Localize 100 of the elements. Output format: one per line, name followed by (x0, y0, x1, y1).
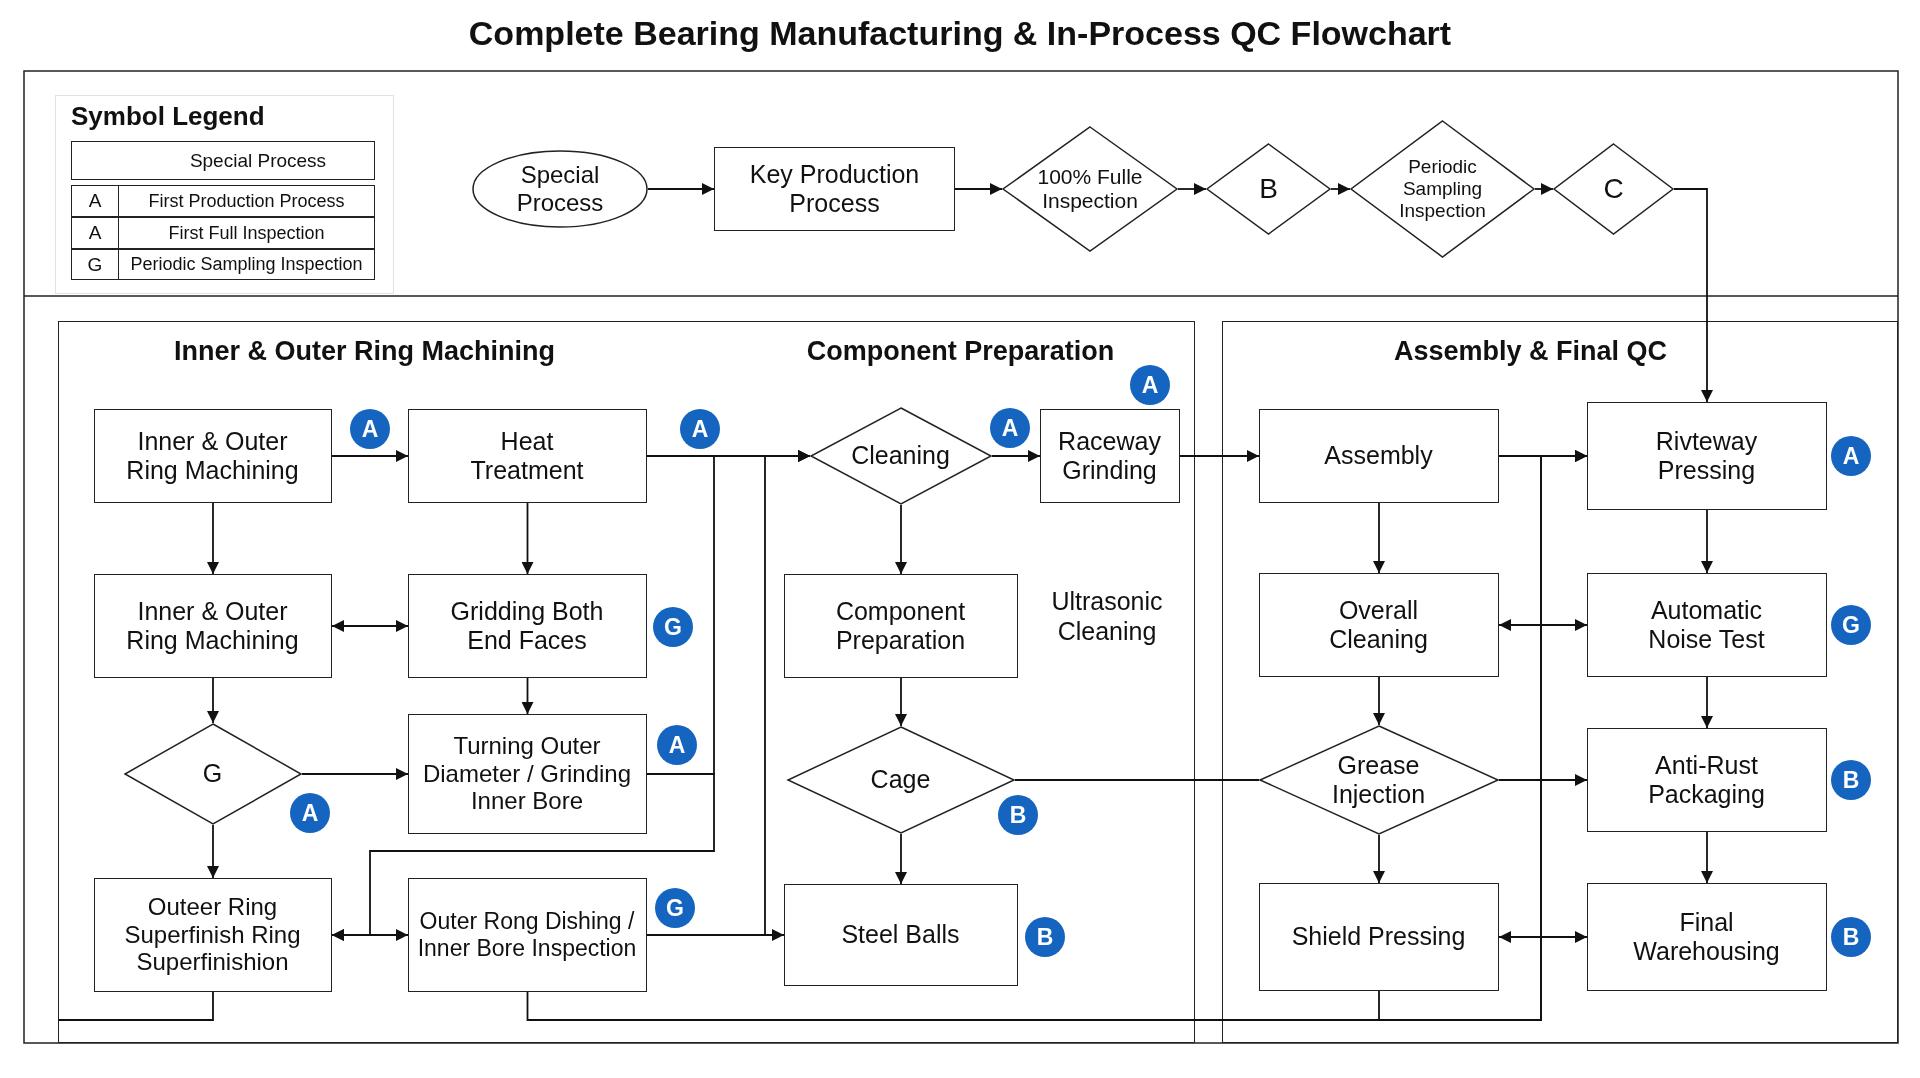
flow-arrow (1330, 183, 1351, 195)
node-label: Automatic Noise Test (1647, 595, 1766, 654)
grade-badge: A (1130, 365, 1170, 405)
legend-symbol: G (71, 249, 119, 280)
flow-arrow (1498, 931, 1588, 943)
process-box (407, 877, 647, 992)
legend-title: Symbol Legend (71, 101, 266, 133)
grade-badge: A (680, 409, 720, 449)
process-box (93, 408, 332, 503)
grade-badge: A (990, 408, 1030, 448)
node-label: Rivteway Pressing (1654, 426, 1759, 485)
grade-badge: A (657, 725, 697, 765)
grade-badge: G (655, 888, 695, 928)
process-box (783, 573, 1018, 678)
flow-arrow (1177, 183, 1207, 195)
flow-arrow (1534, 183, 1554, 195)
process-box (1258, 408, 1499, 503)
flow-arrow (895, 677, 907, 727)
section-heading: Assembly & Final QC (1392, 335, 1669, 367)
node-label: C (1603, 172, 1624, 206)
process-box (1586, 401, 1827, 510)
flow-arrow (647, 183, 715, 195)
legend-entry: First Production Process (118, 185, 375, 217)
flow-arrow (954, 183, 1003, 195)
section-heading: Component Preparation (805, 335, 1116, 367)
grade-badge: A (350, 409, 390, 449)
node-label: 100% Fulle Inspection (1036, 164, 1144, 214)
node-label: Key Production Process (748, 160, 921, 218)
node-label: Gridding Both End Faces (449, 596, 605, 655)
node-label: Component Preparation (834, 596, 967, 655)
node-label: Cleaning (851, 441, 950, 470)
flow-arrow (1373, 834, 1385, 884)
process-box (1586, 727, 1827, 832)
node-label: Shield Pressing (1291, 922, 1466, 951)
node-label: Outer Rong Dishing / Inner Bore Inspection (416, 908, 638, 961)
flow-arrow (207, 502, 219, 575)
process-box (407, 713, 647, 834)
node-label: Assembly (1324, 441, 1433, 470)
legend-entry: First Full Inspection (118, 217, 375, 249)
node-label: Overall Cleaning (1328, 595, 1429, 654)
process-box (714, 147, 955, 231)
flow-arrow (1701, 676, 1713, 729)
process-box (1586, 572, 1827, 677)
grade-badge: G (653, 607, 693, 647)
flow-arrow (895, 504, 907, 575)
section-heading: Inner & Outer Ring Machining (173, 335, 556, 367)
process-box (407, 408, 647, 503)
flow-arrow (1498, 619, 1588, 631)
flow-arrow (1179, 450, 1260, 462)
flow-arrow (991, 450, 1041, 462)
process-box (1258, 882, 1499, 991)
node-label: Special Process (515, 161, 605, 217)
grade-badge: B (998, 795, 1038, 835)
flow-arrow (521, 502, 534, 575)
flow-arrow (207, 677, 219, 724)
process-box (407, 573, 647, 678)
grade-badge: A (290, 793, 330, 833)
legend-symbol: A (71, 217, 119, 249)
node-label: Heat Treatment (469, 426, 585, 485)
process-box (93, 877, 332, 992)
flow-arrow (1673, 188, 1713, 403)
process-box (1039, 408, 1180, 503)
flow-arrow (331, 450, 409, 462)
node-label: Inner & Outer Ring Machining (125, 596, 300, 655)
flow-arrow (521, 677, 534, 715)
node-label: Outeer Ring Superfinish Ring Superfinishion (123, 893, 302, 976)
node-label: Turning Outer Diameter / Grinding Inner Bore (421, 732, 633, 815)
process-box (1586, 882, 1827, 991)
section-panel (58, 321, 1195, 1043)
flow-arrow (895, 833, 907, 885)
node-label: Inner & Outer Ring Machining (125, 426, 300, 485)
node-label: Anti-Rust Packaging (1647, 750, 1766, 809)
node-label: G (202, 759, 223, 788)
process-box (93, 573, 332, 678)
legend-entry: Special Process (71, 141, 375, 180)
grade-badge: G (1831, 605, 1871, 645)
node-label: Steel Balls (841, 920, 960, 949)
flow-arrow (1701, 509, 1713, 574)
node-label: Periodic Sampling Inspection (1398, 156, 1487, 222)
flow-arrow (1498, 450, 1588, 462)
flow-arrow (331, 929, 409, 941)
flow-arrow (301, 768, 409, 780)
grade-badge: B (1025, 917, 1065, 957)
legend-entry: Periodic Sampling Inspection (118, 249, 375, 280)
diagram-title: Complete Bearing Manufacturing & In-Process QC Flowchart (467, 14, 1453, 53)
section-panel (1222, 321, 1898, 1043)
grade-badge: A (1831, 436, 1871, 476)
flow-arrow (1701, 831, 1713, 884)
node-label: Grease Injection (1330, 750, 1427, 809)
node-label: Final Warehousing (1632, 907, 1781, 966)
flow-arrow (331, 620, 409, 632)
flow-arrow (207, 824, 219, 879)
node-label: Cage (870, 765, 931, 794)
legend-symbol: A (71, 185, 119, 217)
flow-arrow (1373, 676, 1385, 726)
annotation-text: Ultrasonic Cleaning (1050, 586, 1164, 646)
flow-arrow (1498, 774, 1588, 786)
grade-badge: B (1831, 917, 1871, 957)
process-box (1258, 572, 1499, 677)
flow-arrow (1373, 502, 1385, 574)
